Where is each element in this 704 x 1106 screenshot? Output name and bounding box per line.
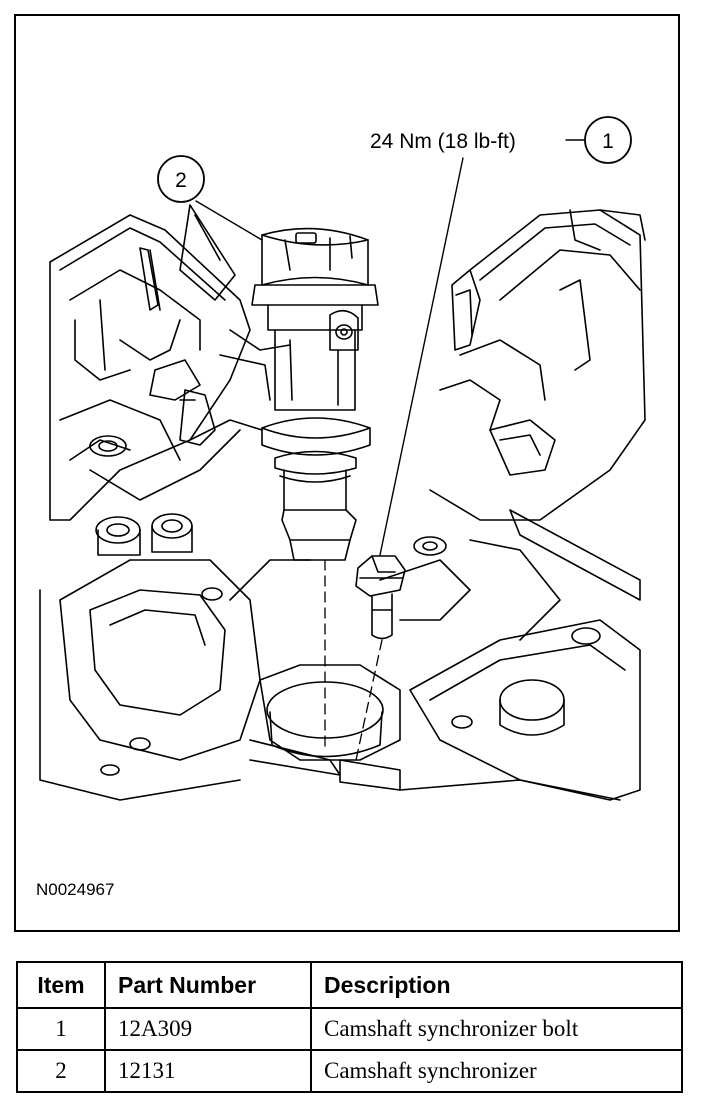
- row-part-number: 12A309: [104, 1007, 312, 1051]
- synchronizer-bolt-drawing: [355, 555, 406, 640]
- callout-1-leader: [379, 157, 464, 556]
- row-item: 2: [16, 1049, 106, 1093]
- alignment-lines: [324, 559, 383, 761]
- row-item: 1: [16, 1007, 106, 1051]
- callout-2-leader: [195, 200, 263, 241]
- row-description: Camshaft synchronizer: [310, 1049, 683, 1093]
- table-row: 2 12131 Camshaft synchronizer: [16, 1049, 683, 1093]
- row-description: Camshaft synchronizer bolt: [310, 1007, 683, 1051]
- right-head-drawing: [413, 209, 646, 641]
- callout-2: 2: [157, 155, 205, 203]
- header-item: Item: [16, 961, 106, 1009]
- torque-label: 24 Nm (18 lb-ft): [370, 130, 516, 153]
- callout-1: 1: [584, 116, 632, 164]
- left-head-drawing: [49, 204, 291, 521]
- callout-1-number: 1: [602, 130, 614, 153]
- table-row: 1 12A309 Camshaft synchronizer bolt: [16, 1007, 683, 1051]
- engine-illustration: 2 1 24 Nm (18 lb-ft): [39, 116, 646, 801]
- figure-id: N0024967: [36, 880, 115, 899]
- row-part-number: 12131: [104, 1049, 312, 1093]
- camshaft-synchronizer-drawing: [251, 227, 379, 561]
- header-description: Description: [310, 961, 683, 1009]
- figure-frame: [14, 14, 680, 932]
- table-header-row: Item Part Number Description: [16, 961, 683, 1009]
- callout-leaders: [195, 139, 585, 556]
- parts-table: Item Part Number Description 1 12A309 Ca…: [16, 961, 683, 1093]
- callout-2-number: 2: [175, 169, 187, 192]
- front-cover-drawing: [39, 513, 641, 801]
- header-part-number: Part Number: [104, 961, 312, 1009]
